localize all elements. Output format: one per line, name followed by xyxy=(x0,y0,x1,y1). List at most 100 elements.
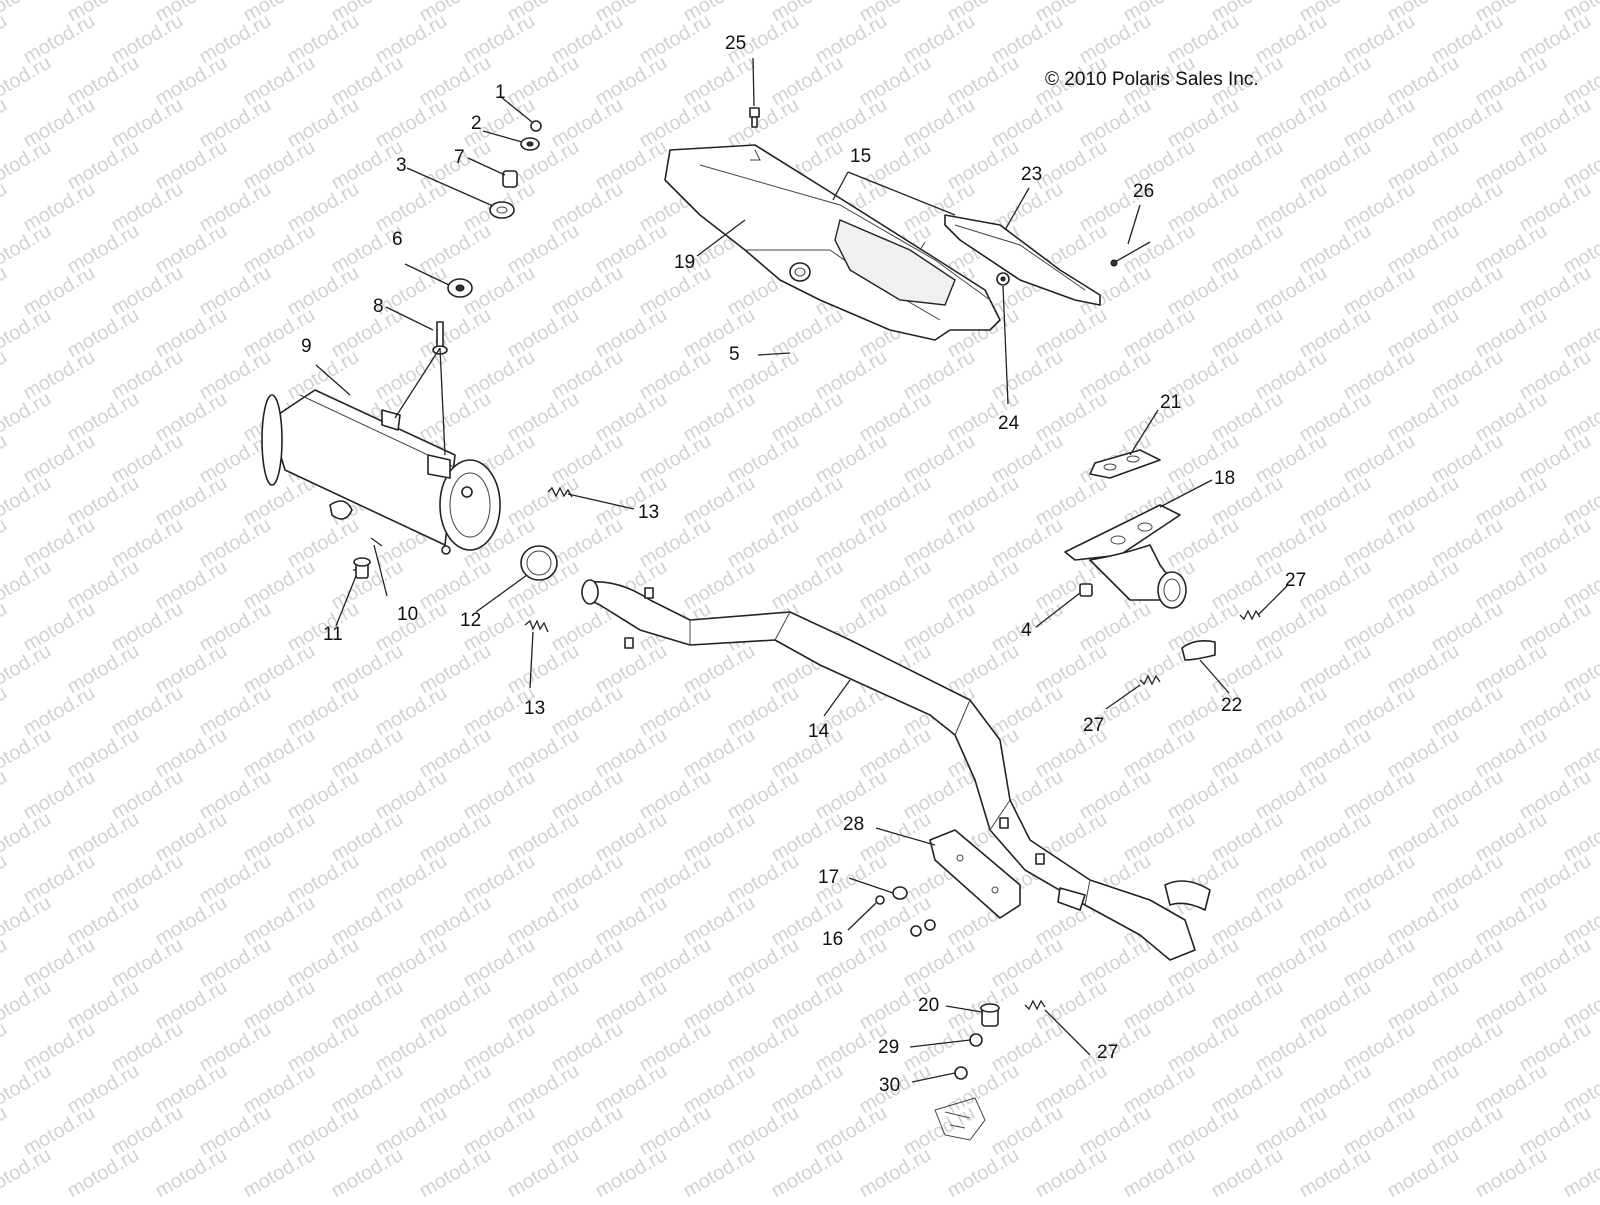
callout-27-a: 27 xyxy=(1285,570,1306,591)
callout-17: 17 xyxy=(818,867,839,888)
callout-24: 24 xyxy=(998,413,1020,434)
watermark-text: motod.ru xyxy=(0,766,11,825)
watermark-text: motod.ru xyxy=(0,598,11,657)
spring-part-27-c xyxy=(1025,1001,1045,1009)
watermark-text: motod.ru xyxy=(504,1144,583,1200)
watermark-text: motod.ru xyxy=(1472,1144,1551,1200)
watermark-text: motod.ru xyxy=(0,1060,55,1119)
watermark-text: motod.ru xyxy=(0,388,55,447)
callout-14: 14 xyxy=(808,721,830,742)
watermark-text: motod.ru xyxy=(1384,1144,1463,1200)
callout-26: 26 xyxy=(1133,181,1154,202)
watermark-text: motod.ru xyxy=(0,472,55,531)
watermark-text: motod.ru xyxy=(944,1144,1023,1200)
watermark-text: motod.ru xyxy=(0,808,55,867)
pin-part-10 xyxy=(371,538,382,546)
callout-27-b: 27 xyxy=(1083,715,1104,736)
callout-2: 2 xyxy=(471,113,482,134)
grommet-part-5 xyxy=(790,263,810,281)
callout-6: 6 xyxy=(392,229,403,250)
callout-18: 18 xyxy=(1214,468,1235,489)
watermark-text: motod.ru xyxy=(1296,1144,1375,1200)
watermark-text: motod.ru xyxy=(0,892,55,951)
watermark-text: motod.ru xyxy=(1120,1144,1199,1200)
callout-1: 1 xyxy=(495,82,506,103)
watermark-text: motod.ru xyxy=(0,262,11,321)
callout-15: 15 xyxy=(850,146,871,167)
watermark-text: motod.ru xyxy=(0,430,11,489)
callout-16: 16 xyxy=(822,929,843,950)
copyright-notice: © 2010 Polaris Sales Inc. xyxy=(1045,69,1259,90)
callout-10: 10 xyxy=(397,604,418,625)
callout-3: 3 xyxy=(396,155,407,176)
callout-11: 11 xyxy=(323,624,343,645)
callout-13-a: 13 xyxy=(638,502,659,523)
callout-8: 8 xyxy=(373,296,384,317)
callout-5: 5 xyxy=(729,344,740,365)
watermark-text: motod.ru xyxy=(0,178,11,237)
watermark-text: motod.ru xyxy=(240,1144,319,1200)
spacer-part-7 xyxy=(503,171,517,187)
plug-part-20 xyxy=(981,1004,999,1026)
washer-part-2 xyxy=(521,138,539,150)
spring-part-27-a xyxy=(1240,611,1260,619)
watermark-text: motod.ru xyxy=(328,1144,407,1200)
watermark-text: motod.ru xyxy=(856,1144,935,1200)
watermark-text: motod.ru xyxy=(0,1144,55,1200)
watermark-text: motod.ru xyxy=(152,1144,231,1200)
watermark-text: motod.ru xyxy=(0,304,55,363)
watermark-text: motod.ru xyxy=(0,640,55,699)
watermark-text: motod.ru xyxy=(416,1144,495,1200)
callout-4: 4 xyxy=(1021,620,1032,641)
watermark-text: motod.ru xyxy=(592,1144,671,1200)
watermark-text: motod.ru xyxy=(1560,1144,1600,1200)
watermark-text: motod.ru xyxy=(0,52,55,111)
callout-22: 22 xyxy=(1221,695,1242,716)
bolt-part-25 xyxy=(750,108,759,127)
watermark-text: motod.ru xyxy=(0,934,11,993)
watermark-text: motod.ru xyxy=(0,556,55,615)
callout-12: 12 xyxy=(460,610,481,631)
watermark-text: motod.ru xyxy=(0,682,11,741)
watermark-text: motod.ru xyxy=(0,514,11,573)
callout-27-c: 27 xyxy=(1097,1042,1118,1063)
washer-part-24 xyxy=(997,273,1009,285)
callout-20: 20 xyxy=(918,995,939,1016)
watermark-text: motod.ru xyxy=(0,94,11,153)
callout-29: 29 xyxy=(878,1037,899,1058)
watermark-text: motod.ru xyxy=(680,1144,759,1200)
watermark-text: motod.ru xyxy=(0,850,11,909)
grommet-part-3 xyxy=(490,202,514,218)
callout-25: 25 xyxy=(725,33,746,54)
plug-part-11 xyxy=(354,558,370,578)
watermark-text: motod.ru xyxy=(0,10,11,69)
watermark-text: motod.ru xyxy=(0,346,11,405)
watermark-text: motod.ru xyxy=(0,0,55,26)
callout-9: 9 xyxy=(301,336,312,357)
spring-part-13-b xyxy=(525,621,548,632)
watermark-text: motod.ru xyxy=(1032,1144,1111,1200)
nut-part-29 xyxy=(970,1034,982,1046)
callout-7: 7 xyxy=(454,147,465,168)
nut-part-1 xyxy=(531,121,541,131)
nut-part-30 xyxy=(955,1067,967,1079)
callout-13-b: 13 xyxy=(524,698,545,719)
callout-19: 19 xyxy=(674,252,695,273)
washer-part-17 xyxy=(893,887,907,899)
callout-21: 21 xyxy=(1160,392,1181,413)
callout-30: 30 xyxy=(879,1075,900,1096)
callout-28: 28 xyxy=(843,814,864,835)
watermark-text: motod.ru xyxy=(768,1144,847,1200)
watermark-text: motod.ru xyxy=(0,136,55,195)
plug-part-4 xyxy=(1080,584,1092,596)
watermark-text: motod.ru xyxy=(64,1144,143,1200)
watermark-text: motod.ru xyxy=(0,1018,11,1077)
callout-23: 23 xyxy=(1021,164,1042,185)
watermark-text: motod.ru xyxy=(0,1102,11,1161)
watermark-text: motod.ru xyxy=(1208,1144,1287,1200)
watermark-text: motod.ru xyxy=(0,976,55,1035)
grommet-part-6 xyxy=(448,279,472,297)
watermark-text: motod.ru xyxy=(0,220,55,279)
